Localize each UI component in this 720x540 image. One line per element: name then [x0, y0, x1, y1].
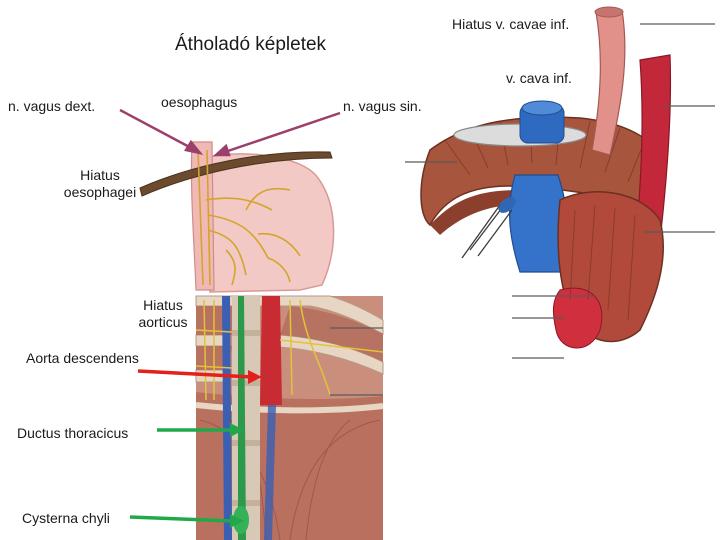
label-n-vagus-dext: n. vagus dext.	[8, 98, 95, 115]
label-oesophagus: oesophagus	[161, 94, 237, 111]
label-n-vagus-sin: n. vagus sin.	[343, 98, 422, 115]
label-hiatus-oesophagei-line1: Hiatus	[50, 167, 150, 184]
diaphragm-heart-illustration	[421, 7, 671, 348]
label-hiatus-vcavae: Hiatus v. cavae inf.	[452, 16, 569, 33]
label-aorta-descendens: Aorta descendens	[26, 350, 139, 367]
label-hiatus-aorticus-line1: Hiatus	[124, 297, 202, 314]
vagus-arrows	[120, 110, 340, 155]
label-hiatus-oesophagei: Hiatus oesophagei	[50, 167, 150, 201]
label-hiatus-oesophagei-line2: oesophagei	[50, 184, 150, 201]
label-ductus-thoracicus: Ductus thoracicus	[17, 425, 128, 442]
label-cysterna-chyli: Cysterna chyli	[22, 510, 110, 527]
slide-title: Átholadó képletek	[175, 34, 326, 56]
label-hiatus-aorticus-line2: aorticus	[124, 314, 202, 331]
posterior-diaphragm-illustration	[196, 296, 383, 540]
label-vcava-inf: v. cava inf.	[506, 70, 572, 87]
label-hiatus-aorticus: Hiatus aorticus	[124, 297, 202, 331]
stomach-oesophagus-illustration	[140, 142, 334, 292]
